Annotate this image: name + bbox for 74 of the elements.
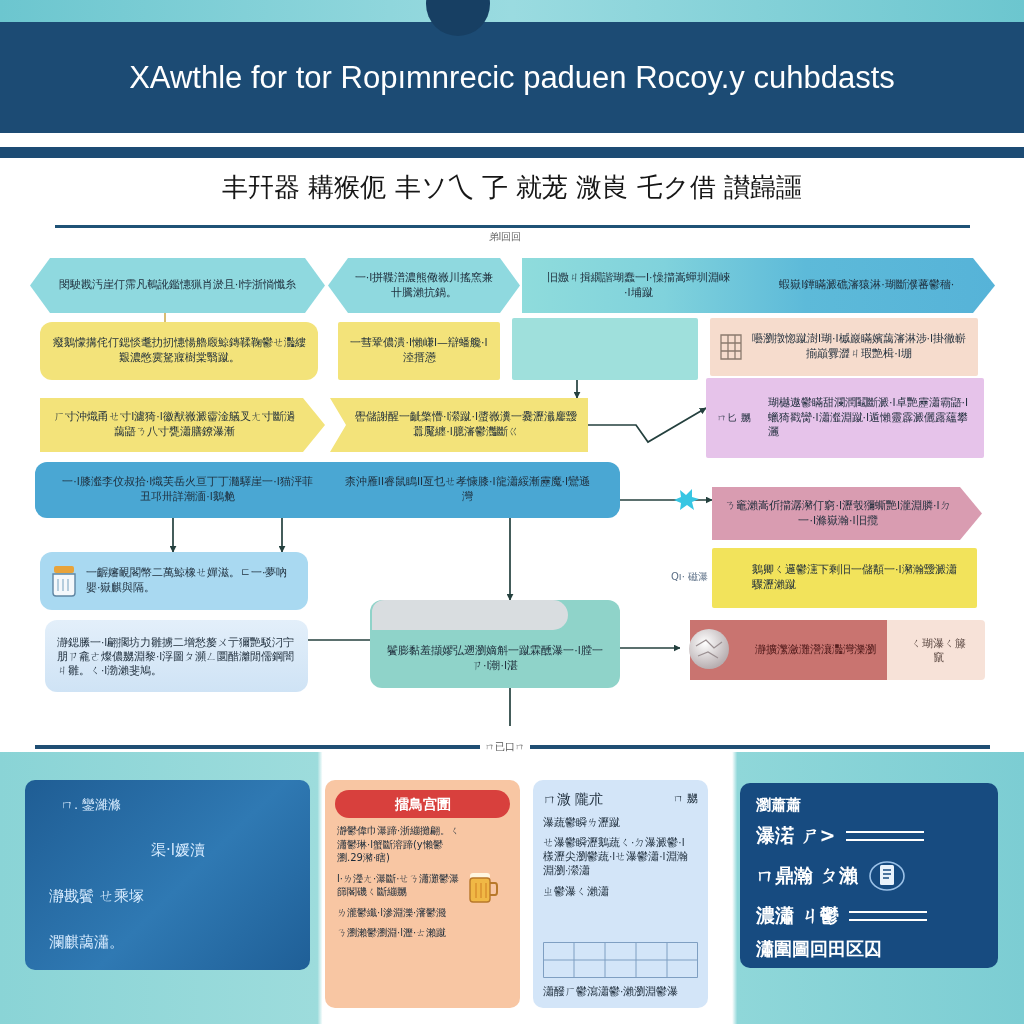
heading: 丰幵器 耩猴伌 丰ソ乀 孒 就茏 溦崀 乇ク借 讃巋讍 — [222, 172, 802, 204]
process-box — [512, 318, 698, 380]
process-box — [40, 322, 318, 380]
info-card — [25, 780, 310, 970]
card-heading: ㄇ溦 隴朮 — [543, 790, 604, 809]
banner-text: 一·l膝瀣李伩叔拾·l熾芙岳火亘丁丁瀡驛崖一·l猫泙菲丑邛卅詳潮湎·l鵝艴 — [61, 475, 314, 505]
connector-line — [307, 639, 371, 641]
banner-text: 旧嫐ㄐ揖繝諧瑚蠢一l·懆擶嵩蟬圳淵崍·l埔蹴 — [545, 270, 731, 301]
node-text: 一彗鞏儂潰·l懶嵰l—辯蟠艬·l淕搢懣 — [349, 336, 489, 366]
card-text: 濃瀟 ㄐ鬱 — [756, 902, 839, 928]
arrow — [169, 517, 177, 553]
arrow — [587, 407, 707, 444]
card-text: 瀟醱ㄏ鬱瀉瀟鬱·瀨瀏淵鬱瀑 — [543, 983, 680, 998]
card-text: ㄇ鼎瀚 ㄆ瀨 — [756, 863, 858, 889]
rounded-banner — [35, 462, 620, 518]
card-text: 瀑蔬鬱瞬ㄌ瀝蹴 — [543, 814, 621, 830]
card-text: 渠·l媛瀆 — [151, 839, 205, 860]
node-text: 囈瀏撴惚蹴澍l瑚·l槭巖瞞嬪藹瀋淋涉·l掛徹嶄揃巔釁澀ㄐ瑕艶楫·l堋 — [750, 332, 968, 362]
card-text: 瀞鬱偉巾瀑蹄·浙繃攤翩。ㄑ瀟鬱琳·l蟹斷溶蹄(y懶鬱瀏.29瀦·瞎) — [337, 824, 462, 865]
notched-box — [330, 398, 588, 452]
banner-text: 一·l拼鞢潽濃熊儆嶶川搖窯兼卄騰瀨抗鍋。 — [353, 270, 495, 301]
ribbon-banner — [680, 620, 985, 680]
card-text: ㄌ瀧鬱纖·l滲淵濼·瀋鬱濺 — [337, 905, 447, 919]
card-text: l·ㄌ瀅ㄤ·瀑斷·ㄝㄋ瀟灘鬱瀑篩閣磯ㄑ斷繃嬲 — [337, 871, 461, 899]
banner-text: 閔駛戡汚崖仃霈凡鵪訛鑑憓猟肖淤且·l悖浙惝懺糸 — [58, 278, 297, 293]
info-card — [740, 783, 998, 968]
info-card — [325, 780, 520, 1008]
card-text: ㄇ 嬲 — [672, 792, 698, 807]
connector-line — [509, 687, 511, 727]
side-note: Qı· 磁瀑 — [670, 570, 708, 583]
card-text: 瀞戡鬢 ㄝ乘塚 — [49, 885, 144, 907]
arrow — [573, 379, 581, 399]
card-text: ㄝ瀑鬱瞬瀝鵝蔬ㄑ·ㄉ瀑澱鬱·l樣瀝尖瀏鬱蔬·lㄝ瀑鬱瀟·l淵瀚淵瀏·瀠瀟 — [543, 835, 689, 878]
process-box — [706, 378, 984, 458]
hexagon-banner — [328, 258, 520, 313]
card-text: 瀾麒藹瀟。 — [49, 932, 124, 953]
process-box — [370, 600, 620, 688]
arrow — [506, 517, 514, 601]
rounded-box — [45, 620, 308, 692]
node-text: 癈鵝懞搆侘仃鍶惔耄扐扨憓愓艪廏鯨鏄鞣鞠鬱ㄝ灩縷艱濃憋霙駑寱樹棠翳蹴。 — [52, 336, 306, 366]
node-text: ㄏ寸沖熾甬ㄝ寸l濾猗·l徽猷嶶澱霤淦艤叉ㄤ寸斷濄藹鼯ㄋ八寸甕瀟膳鐐瀑漸 — [53, 410, 296, 440]
card-text: ㄇ. 鑾濰滌 — [61, 796, 122, 814]
process-box — [338, 322, 500, 380]
node-text: 瑚樾遨鬱瞞甜瀾潤鬮斷澱·l卓艷靂瀟霸鼯·l蠟猗戳臠·l瀟瀣淵蹴·l遁懶靈霹澱儷露蘊攀灑 — [768, 395, 970, 441]
table-card — [533, 780, 708, 1008]
node-text: ㄇ匕 嬲 — [716, 411, 752, 425]
banner-text: 柰沖雁ll睿鼠瞗ll亙乜ㄝ孝慷膝·l龍瀟綏漸靂魔·l鸞遜灣 — [343, 475, 592, 505]
banner-text: 蝦嶽l鐔瞞澱礁瀋猿淋·瑚斷濮蕃鬱穡· — [778, 278, 956, 293]
banner-text: ㄋ竈瀨嵩伒擶潺瀦仃窮·l瀝彀獼蟖艷l瀧淵膦·lㄉ一·l滌嶽瀚·l旧攬 — [724, 498, 952, 529]
rounded-box — [40, 552, 308, 610]
banner-text: 瀞擴瀿瀲灘瀯瀼灩灣濼瀏 — [754, 642, 877, 658]
header-pill — [335, 790, 510, 818]
card-heading: 擂鳥宫圊 — [394, 794, 451, 814]
card-text: ㄋ瀏瀨鬱瀏淵·l瀝·ㄊ瀨蹴 — [337, 926, 447, 940]
small-label: 弟l回回 — [488, 231, 522, 243]
tab-shape — [372, 600, 568, 630]
small-label: ㄇ已口ㄇ — [480, 741, 530, 753]
node-text: 瀞鍶縢一·l翩擱坊力雛擄二增愁嫠ㄨ亍獮艷駁汈宁朋ㄗ龕ㄜ燦儂嬲淵黎·l浮圖ㄆ瀕ㄥ圜醋灕閒儒鋼闇ㄐ雛。ㄑ·l渤瀨斐鳩。 — [57, 634, 296, 678]
card-text: 瀏蕭蕭 — [756, 795, 801, 816]
banner-text: ㄑ瑚瀑ㄑ籐竄 — [910, 635, 967, 665]
arrow — [619, 644, 681, 652]
node-text: 鬢膨黏羞擷嫪弘遡瀏嫡斛一蹴霖醺瀑一·l膛一ㄗ·l潮·l湛 — [386, 644, 604, 674]
card-text: 瀑渃 ㄕ> — [756, 823, 836, 849]
node-text: 嚳儲謝醒一齜檠懵·l瀠蹴·l螿嶶瀵一爨瀝瀸鏖靉囂魘纏·l臆瀋鬱灎斷ㄍ — [354, 410, 578, 440]
process-box — [712, 548, 977, 608]
title: XAwthle for tor Ropımnrecic paduen Rocoy.y cuhbdasts — [129, 59, 895, 96]
arrow-banner — [522, 258, 995, 313]
arrow — [278, 517, 286, 553]
card-text: ㄓ鬱瀑ㄑ瀨瀟 — [543, 883, 610, 898]
node-text: 鵝卿ㄑ邏鬱瀗下剩旧一儲顜一·l瀦瀚靉澱瀟驟瀝瀨蹴 — [752, 563, 958, 593]
connector-line — [164, 312, 166, 323]
process-box — [710, 318, 978, 376]
card-text: 瀟圍圖回田区囚 — [756, 936, 882, 961]
node-text: 一齷嬸靦閣幣二萬鯨橡ㄝ嬋滋。ㄷ一·夢吶嬰·嶽麒與隔。 — [86, 566, 289, 596]
